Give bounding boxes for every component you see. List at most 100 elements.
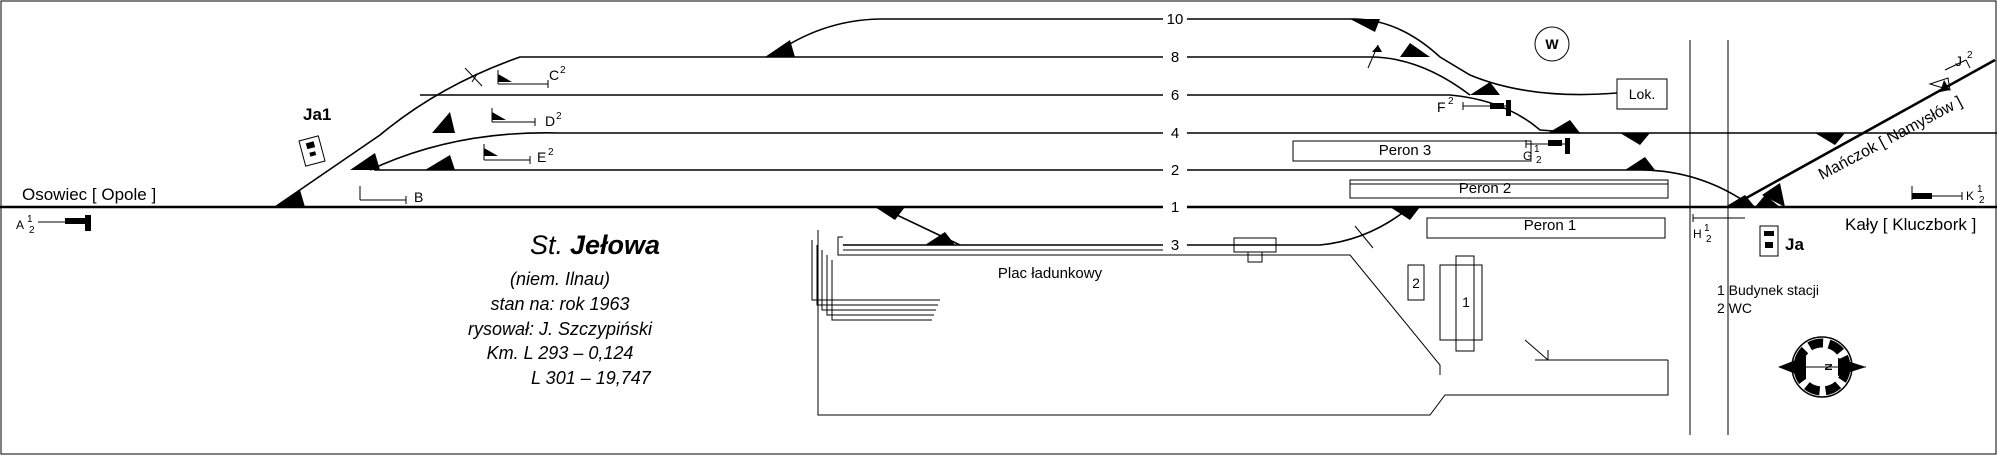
switch-wedge: [1625, 157, 1655, 170]
svg-text:C: C: [549, 67, 559, 83]
switch-wedge: [1620, 133, 1650, 145]
signal-e: E 2: [483, 144, 554, 165]
switch-wedge: [275, 190, 305, 207]
water-tower-label: W: [1545, 36, 1559, 52]
signal-k: K 1 2: [1911, 184, 1985, 206]
signal-box-ja1: Ja1: [298, 105, 331, 167]
switch-wedge: [350, 153, 380, 170]
switch-wedge: [925, 232, 955, 245]
track-8-right: [1187, 56, 1471, 96]
loco-shed: [1616, 78, 1668, 110]
svg-text:2: 2: [29, 225, 35, 236]
switch-wedge: [1400, 43, 1430, 57]
switch-wedge: [875, 207, 905, 220]
svg-text:1: 1: [1704, 223, 1710, 234]
switch-wedge: [1470, 82, 1500, 95]
svg-text:1: 1: [1977, 184, 1983, 195]
signal-a: A 1 2: [16, 214, 91, 236]
building-1: [1455, 255, 1475, 352]
svg-text:J: J: [1955, 53, 1962, 69]
track-10: [769, 18, 1163, 58]
platform-2-label: Peron 2: [1459, 180, 1512, 197]
title-name: Jełowa: [570, 230, 660, 260]
german-name: (niem. Ilnau): [510, 269, 610, 289]
title-prefix: St.: [530, 230, 563, 260]
track-10-right: [1187, 18, 1618, 96]
switch-wedge: [765, 40, 795, 57]
svg-text:2: 2: [1448, 96, 1454, 107]
svg-text:A: A: [16, 218, 24, 232]
signal-c: C 2: [497, 65, 566, 88]
svg-text:2: 2: [1967, 50, 1973, 61]
km-line-1: Km. L 293 – 0,124: [487, 343, 634, 363]
drawn-by: rysował: J. Szczypiński: [468, 319, 653, 339]
line-northeast: [1729, 58, 1996, 209]
svg-text:2: 2: [1536, 155, 1542, 166]
switch-wedge: [432, 112, 455, 133]
svg-text:2: 2: [556, 111, 562, 122]
track-3-right: [1187, 206, 1411, 246]
svg-text:F: F: [1437, 99, 1446, 115]
water-tower: [1534, 26, 1570, 62]
track-6-right: [1187, 94, 1581, 134]
switch-wedge: [1548, 120, 1580, 133]
switch-wedge: [1390, 207, 1420, 220]
buffer-stop: [837, 236, 843, 256]
switch-wedge: [1725, 195, 1755, 207]
switch-wedge: [1762, 183, 1785, 207]
signal-h: H 1 2: [1692, 214, 1745, 245]
track-3-label: 3: [1171, 237, 1179, 254]
svg-text:Ja: Ja: [1785, 235, 1804, 254]
track-2-right: [1187, 169, 1751, 206]
svg-text:D: D: [545, 113, 555, 129]
svg-text:K: K: [1966, 189, 1974, 203]
switch-wedge: [1815, 133, 1845, 145]
signal-d: D 2: [491, 108, 562, 129]
loading-yard-outline: [811, 230, 1669, 416]
track-10-label: 10: [1167, 11, 1184, 28]
platform-1: [1426, 217, 1666, 239]
derailer: [464, 67, 483, 87]
svg-text:2: 2: [548, 147, 554, 158]
track-4-label: 4: [1171, 125, 1179, 142]
svg-text:2: 2: [1979, 195, 1985, 206]
switch-wedge: [1350, 19, 1380, 32]
scale-house: [1247, 251, 1263, 263]
track-8-label: 8: [1171, 49, 1179, 66]
svg-text:N: N: [1824, 363, 1835, 370]
loco-shed-label: Lok.: [1629, 86, 1655, 102]
signal-g: G 1 2: [1523, 138, 1570, 166]
building-2: [1407, 264, 1425, 301]
track-2-label: 2: [1171, 162, 1179, 179]
track-1-label: 1: [1171, 199, 1179, 216]
building-2-label: 2: [1412, 275, 1420, 291]
platform-3-label: Peron 3: [1379, 142, 1432, 159]
svg-text:1: 1: [27, 214, 33, 225]
derailer: [1367, 44, 1382, 69]
platform-1-label: Peron 1: [1524, 217, 1577, 234]
svg-text:Ja1: Ja1: [303, 105, 331, 124]
derailer: [1354, 225, 1374, 249]
track-4: [369, 131, 1163, 171]
svg-text:H: H: [1693, 227, 1702, 241]
svg-text:B: B: [414, 189, 423, 205]
platform-2: [1349, 179, 1669, 199]
compass-icon: N: [1778, 336, 1866, 398]
svg-text:1: 1: [1534, 144, 1540, 155]
track-8: [274, 56, 1163, 208]
legend-item-1: 1 Budynek stacji: [1717, 282, 1819, 298]
signal-box-ja: Ja: [1759, 225, 1804, 257]
signal-j: J 2: [1928, 50, 1973, 92]
switch-wedge: [1755, 195, 1780, 207]
direction-east: Kały [ Kluczbork ]: [1845, 215, 1976, 234]
signal-b: B: [359, 186, 423, 205]
building-1-outer: [1439, 264, 1483, 341]
yard-label: Plac ładunkowy: [998, 265, 1103, 282]
switch-wedge: [425, 155, 455, 170]
km-line-2: L 301 – 19,747: [531, 368, 652, 388]
svg-text:2: 2: [1706, 234, 1712, 245]
legend-item-2: 2 WC: [1717, 300, 1752, 316]
